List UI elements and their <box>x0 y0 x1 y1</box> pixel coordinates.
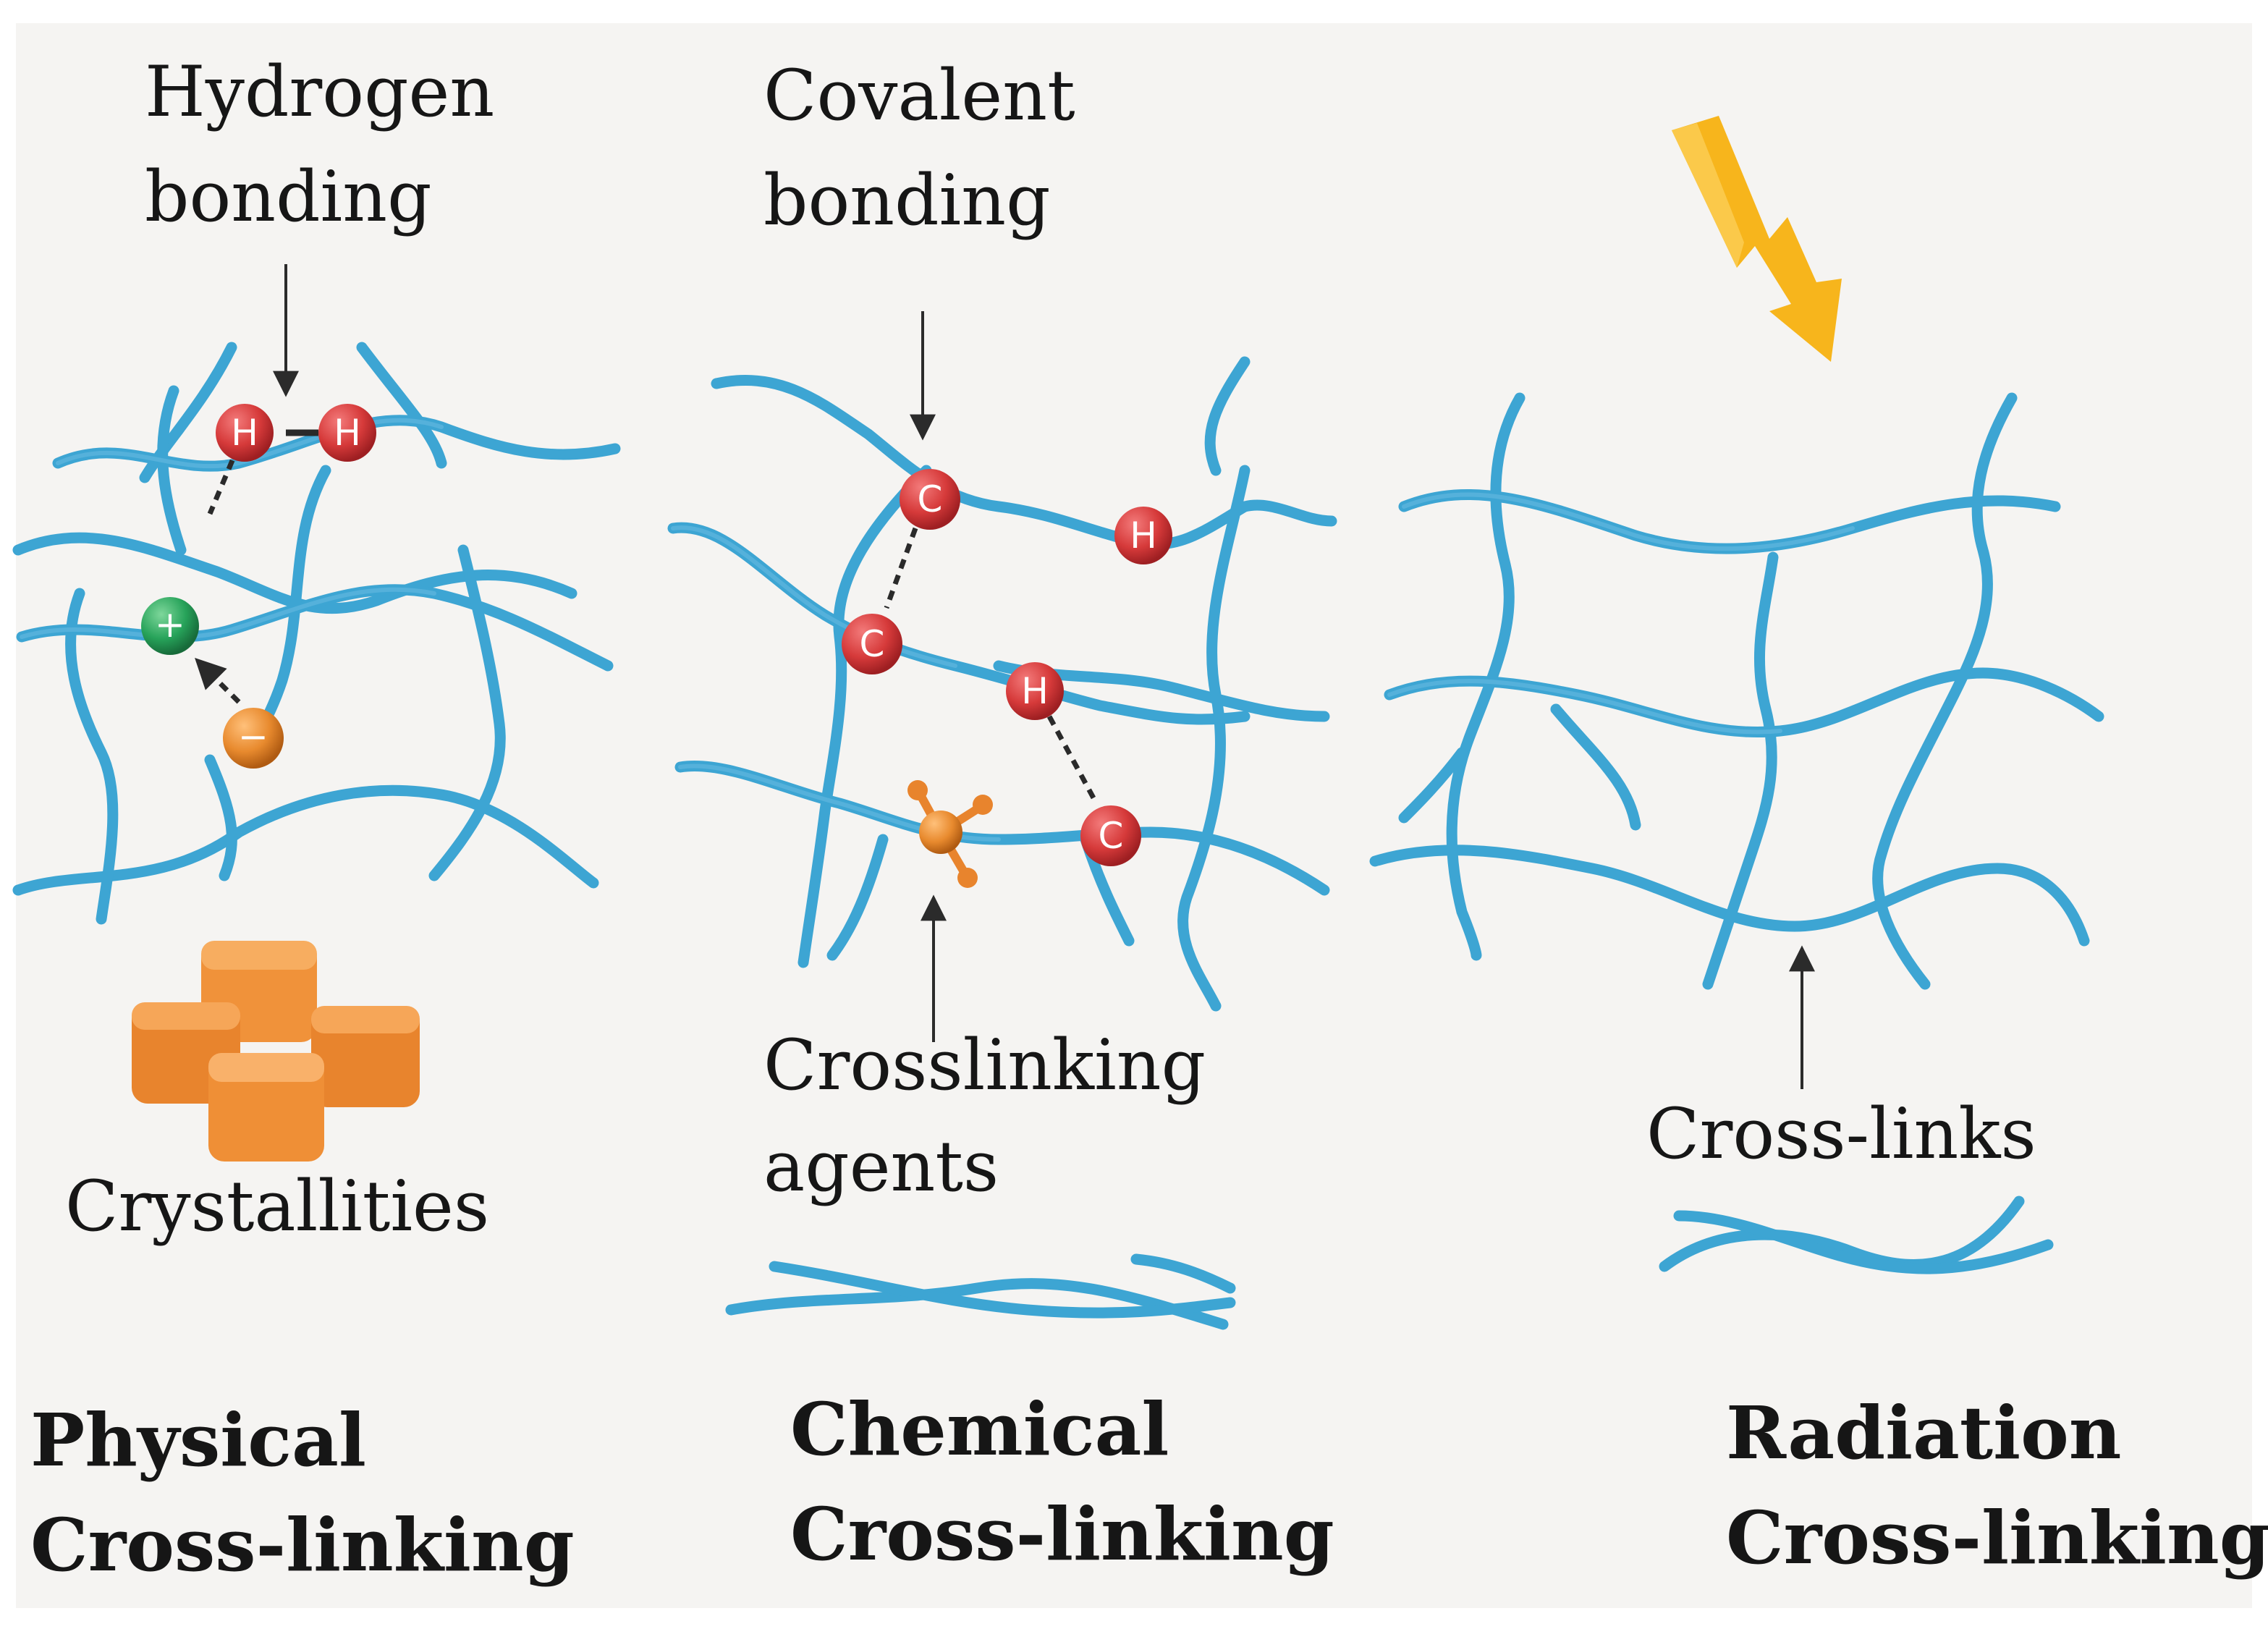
lightning-bolt-icon <box>1672 116 1842 362</box>
carbon-atom <box>842 614 902 674</box>
anion-sign: − <box>238 716 268 758</box>
hydrogen-atom-label: H <box>231 412 258 454</box>
hydrogen-atom <box>216 404 274 462</box>
physical-title: Physical Cross-linking <box>30 1397 575 1588</box>
radiation-network <box>1369 392 2104 990</box>
covalent-bonding-label: Covalent bonding <box>763 55 1097 241</box>
hydrogen-atom <box>318 404 376 462</box>
anion-icon <box>223 708 284 769</box>
hydrogen-atom-label: H <box>1021 670 1049 712</box>
hydrogen-atom-label: H <box>1130 515 1157 557</box>
hydrogen-atom <box>1114 507 1172 564</box>
twisted-polymer-strands <box>725 1253 1236 1330</box>
carbon-atom <box>1080 805 1141 866</box>
hydrogen-bonding-label: Hydrogen bonding <box>145 51 517 237</box>
cation-icon <box>141 597 199 655</box>
ionic-interaction: + − <box>141 597 284 769</box>
radiation-title: Radiation Cross-linking <box>1726 1390 2268 1581</box>
crosslinking-agents-label: Crosslinking agents <box>763 1025 1228 1207</box>
stacked-cubes-icon <box>132 941 420 1162</box>
cation-sign: + <box>155 604 185 646</box>
crystallities-label: Crystallities <box>65 1166 489 1247</box>
figure-background <box>16 23 2252 1608</box>
twisted-polymer-strands-right <box>1659 1196 2054 1274</box>
physical-network <box>12 342 621 925</box>
carbon-atom-label: C <box>860 623 885 665</box>
hydrogen-atom-label: H <box>334 412 361 454</box>
crosslinker-molecule-icon <box>907 780 993 888</box>
chemical-bond-atoms: C H C H C <box>842 469 1172 866</box>
hydrogen-bond-pair: H H <box>207 404 376 515</box>
chemical-title: Chemical Cross-linking <box>790 1387 1334 1577</box>
carbon-atom <box>900 469 960 530</box>
carbon-atom-label: C <box>918 478 943 520</box>
cross-links-label: Cross-links <box>1646 1093 2036 1175</box>
carbon-atom-label: C <box>1099 815 1124 857</box>
hydrogen-atom <box>1006 662 1064 720</box>
